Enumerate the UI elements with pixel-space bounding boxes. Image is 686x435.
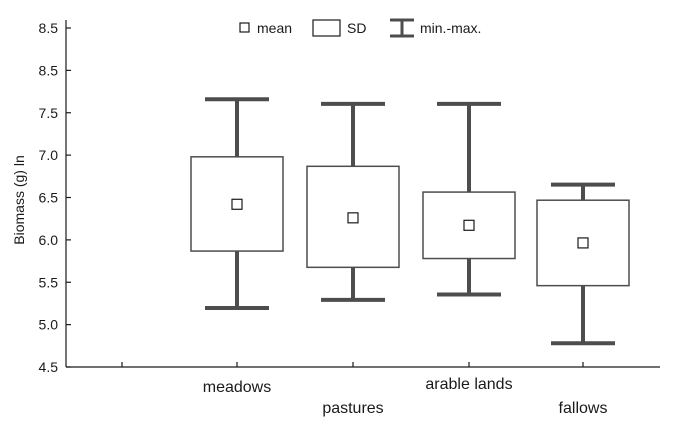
y-axis-title: Biomass (g) ln <box>11 155 27 244</box>
y-tick-label: 8.5 <box>39 62 59 78</box>
plot-area <box>190 97 630 346</box>
chart-legend: mean SD min.-max. <box>239 18 481 38</box>
mean-marker <box>577 237 589 249</box>
box-group-pastures <box>306 101 400 302</box>
mean-marker <box>347 212 359 224</box>
x-axis: meadows pastures arable lands fallows <box>66 362 660 417</box>
legend-mean-symbol <box>239 22 250 33</box>
legend-mean-label: mean <box>257 20 292 36</box>
box-group-arable-lands <box>422 101 516 297</box>
legend-range-symbol <box>390 18 414 38</box>
y-tick-label: 6.0 <box>39 232 59 248</box>
mean-marker <box>231 198 243 210</box>
x-category-label: meadows <box>203 379 271 396</box>
y-tick-label: 7.0 <box>39 147 59 163</box>
y-tick-label: 8.5 <box>39 20 59 36</box>
x-category-label: pastures <box>322 400 383 417</box>
mean-marker <box>463 219 475 231</box>
legend-range-label: min.-max. <box>420 20 481 36</box>
x-category-label: arable lands <box>425 376 512 393</box>
y-tick-label: 4.5 <box>39 359 59 375</box>
x-category-label: fallows <box>559 400 608 417</box>
legend-sd-symbol <box>312 19 341 37</box>
y-tick-label: 6.5 <box>39 190 59 206</box>
legend-sd-label: SD <box>347 20 366 36</box>
y-tick-label: 7.5 <box>39 105 59 121</box>
box-group-fallows <box>536 182 630 346</box>
y-tick-label: 5.5 <box>39 274 59 290</box>
box-group-meadows <box>190 97 284 311</box>
y-tick-label: 5.0 <box>39 317 59 333</box>
y-axis: 8.5 8.5 7.5 7.0 6.5 6.0 5.5 5.0 4.5 <box>39 20 71 375</box>
